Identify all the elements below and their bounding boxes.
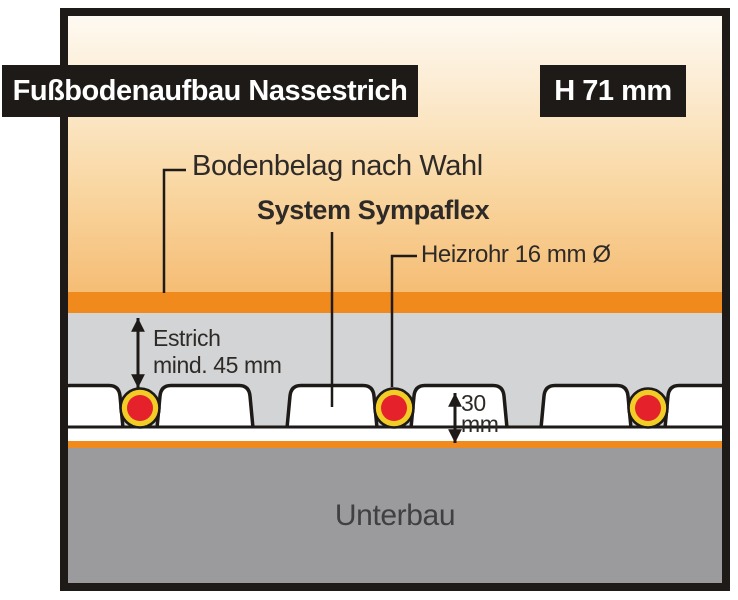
system-name-label: System Sympaflex [257, 195, 490, 225]
heating-pipe-icon [373, 387, 415, 429]
floor-covering-label: Bodenbelag nach Wahl [192, 150, 483, 182]
screed-label-line1: Estrich [153, 325, 221, 351]
room-gradient-layer [68, 16, 722, 292]
diagram-title-box: Fußbodenaufbau Nassestrich [2, 65, 418, 117]
panel-height-label: 30 mm [461, 390, 499, 437]
heating-pipe-label: Heizrohr 16 mm Ø [421, 241, 611, 268]
total-height-label: H 71 mm [554, 74, 672, 107]
substructure-label: Unterbau [334, 499, 456, 532]
floor-covering-leader-line [162, 168, 186, 293]
heating-pipes [119, 387, 669, 429]
cross-section-drawing [68, 16, 722, 583]
substructure-layer [68, 448, 722, 583]
panel-base-layer [68, 427, 722, 441]
screed-label-line2: mind. 45 mm [153, 352, 282, 378]
heating-pipe-leader-line [390, 254, 417, 387]
floor-covering-layer [68, 292, 722, 313]
panel-height-value: 30 [461, 390, 486, 416]
panel-studs [68, 383, 722, 429]
heating-pipe-icon [119, 387, 161, 429]
total-height-box: H 71 mm [540, 65, 686, 117]
screed-label: Estrich mind. 45 mm [153, 325, 282, 379]
orange-strip-layer [68, 441, 722, 448]
diagram-title: Fußbodenaufbau Nassestrich [12, 74, 408, 107]
panel-height-unit: mm [461, 411, 499, 437]
heating-pipe-icon [627, 387, 669, 429]
